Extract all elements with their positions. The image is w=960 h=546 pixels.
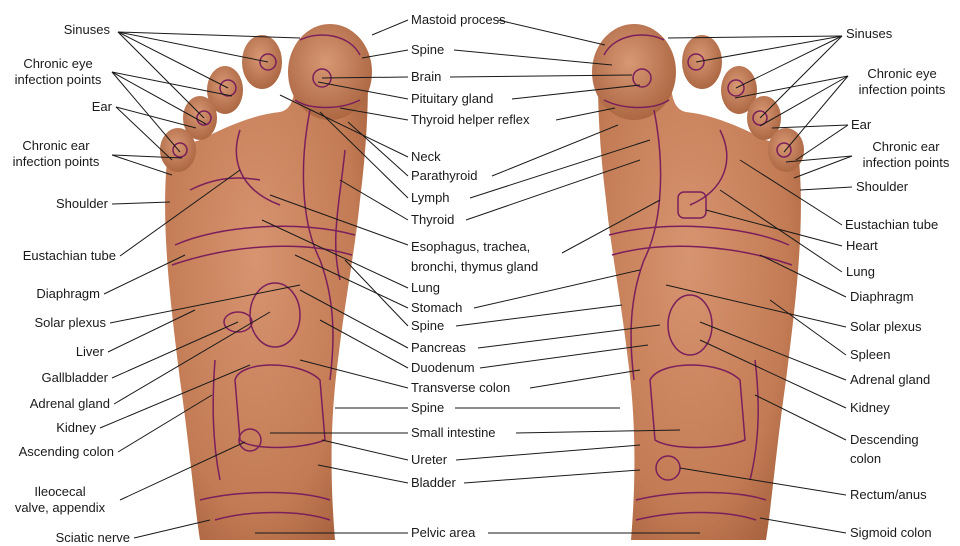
label-ureter: Ureter [411,452,448,467]
label-spine-1: Spine [411,42,445,57]
label-ascending-colon: Ascending colon [18,444,114,459]
label-heart: Heart [846,238,878,253]
right-toe-3 [721,66,757,114]
label-adrenal-left: Adrenal gland [29,396,110,411]
left-zone-lines [171,34,361,521]
label-thyroid: Thyroid [411,212,455,227]
label-shoulder-right: Shoulder [856,179,909,194]
label-stomach: Stomach [411,300,463,315]
label-chronic-ear-right: Chronic ear infection points [862,139,950,170]
label-pituitary: Pituitary gland [411,91,494,106]
label-kidney-right: Kidney [850,400,890,415]
label-thyroid-helper: Thyroid helper reflex [411,112,530,127]
label-small-intestine: Small intestine [411,425,496,440]
label-lung-right: Lung [846,264,875,279]
left-toe-4 [183,96,217,140]
label-diaphragm-left: Diaphragm [36,286,100,301]
label-liver: Liver [75,344,104,359]
label-ileocecal: Ileocecal valve, appendix [14,484,106,515]
label-esophagus: Esophagus, trachea, bronchi, thymus glan… [411,239,539,274]
label-spine-2: Spine [411,318,445,333]
label-descending-colon: Descending colon [850,432,919,466]
label-ear-left: Ear [91,99,112,114]
label-chronic-ear-left: Chronic ear infection points [12,138,100,169]
right-toe-4 [747,96,781,140]
right-foot-sole [598,28,801,540]
leader-lines [99,19,853,539]
label-sigmoid-colon: Sigmoid colon [850,525,932,540]
label-lung-center: Lung [411,280,440,295]
label-eustachian-right: Eustachian tube [845,217,939,232]
label-spleen: Spleen [850,347,891,362]
label-pelvic-area: Pelvic area [411,525,476,540]
label-spine-3: Spine [411,400,445,415]
right-toe-2 [682,35,722,89]
label-bladder: Bladder [411,475,456,490]
label-kidney-left: Kidney [56,420,96,435]
label-solar-plexus-right: Solar plexus [850,319,922,334]
label-shoulder-left: Shoulder [55,196,108,211]
left-big-toe [288,24,372,120]
label-chronic-eye-left: Chronic eye infection points [14,56,102,87]
label-diaphragm-right: Diaphragm [850,289,914,304]
label-duodenum: Duodenum [411,360,475,375]
label-lymph: Lymph [411,190,450,205]
left-toe-2 [242,35,282,89]
label-mastoid: Mastoid process [411,12,506,27]
label-gallbladder: Gallbladder [41,370,109,385]
label-chronic-eye-right: Chronic eye infection points [858,66,946,97]
label-pancreas: Pancreas [411,340,466,355]
label-sinuses-right: Sinuses [846,26,893,41]
label-parathyroid: Parathyroid [411,168,478,183]
label-sciatic: Sciatic nerve [55,530,130,545]
label-rectum: Rectum/anus [850,487,927,502]
label-solar-plexus-left: Solar plexus [34,315,106,330]
label-sinuses-left: Sinuses [63,22,110,37]
right-foot [592,24,804,540]
right-zone-lines [603,34,793,521]
label-transverse-colon: Transverse colon [411,380,511,395]
label-brain: Brain [411,69,442,84]
left-toe-3 [207,66,243,114]
label-adrenal-right: Adrenal gland [850,372,931,387]
left-foot [160,24,372,540]
label-neck: Neck [411,149,441,164]
label-eustachian-left: Eustachian tube [22,248,116,263]
label-ear-right: Ear [851,117,872,132]
right-big-toe [592,24,676,120]
